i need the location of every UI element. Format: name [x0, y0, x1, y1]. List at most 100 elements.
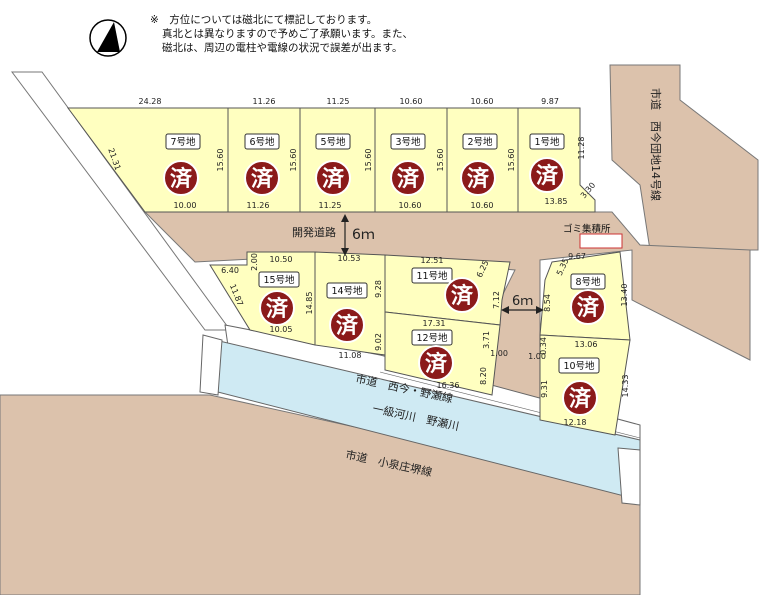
dimension-l12-small: 1.00	[490, 349, 508, 358]
dimension-bot-7: 10.00	[174, 201, 197, 210]
dimension-l11-top: 12.51	[421, 256, 444, 265]
lot-label: 15号地	[263, 274, 295, 286]
dimension-l15-top: 10.50	[270, 255, 293, 264]
dimension-l12-top: 17.31	[423, 319, 446, 328]
sold-mark: 済	[170, 166, 193, 192]
dimension-l10-left2: 0.34	[539, 337, 548, 355]
sold-stamp-icon	[460, 160, 496, 196]
dev-road-width: 6ｍ	[352, 227, 375, 243]
lot-label-box	[390, 133, 426, 150]
lot-label: 5号地	[320, 136, 346, 148]
note-line-1: ※ 方位については磁北にて標記しております。	[150, 14, 378, 26]
lot-label: 3号地	[395, 136, 421, 148]
dimension-side-6r: 15.60	[289, 149, 298, 172]
lot-label-box	[165, 133, 201, 150]
dimension-l14-right: 9.28	[374, 280, 383, 298]
dimension-side-7r: 15.60	[216, 149, 225, 172]
dimension-corner-1: 3.30	[579, 181, 597, 200]
dimension-l15-bot: 10.05	[270, 325, 293, 334]
dimension-side-5r: 15.60	[364, 149, 373, 172]
dimension-side-2r: 15.60	[507, 149, 516, 172]
dimension-top-6: 11.26	[253, 97, 276, 106]
sold-stamp-icon	[529, 157, 565, 193]
lot-label-box	[244, 133, 280, 150]
lot-label-box	[326, 282, 368, 299]
lot-label: 7号地	[170, 136, 196, 148]
dimension-bot-5: 11.25	[319, 201, 342, 210]
sold-stamp-icon	[315, 160, 351, 196]
dimension-l11-right: 7.12	[492, 291, 501, 309]
dimension-side-1r: 11.28	[577, 137, 586, 160]
sold-stamp-icon	[570, 289, 606, 325]
lot-label: 2号地	[467, 136, 493, 148]
sold-stamp-icon	[390, 160, 426, 196]
lot-label: 10号地	[563, 360, 595, 372]
lot-label-box	[558, 357, 600, 374]
dev-road-label: 開発道路	[292, 225, 336, 239]
sold-stamp-icon	[418, 345, 454, 381]
dimension-l10-right: 14.33	[621, 375, 630, 398]
sold-mark: 済	[425, 351, 448, 377]
sold-mark: 済	[336, 313, 359, 339]
lot-label-box	[258, 271, 300, 288]
lot-label-box	[462, 133, 498, 150]
dimension-l8-top: 9.67	[568, 252, 586, 261]
sold-mark: 済	[451, 283, 474, 309]
dimension-side-3r: 15.60	[436, 149, 445, 172]
dimension-l8-left: 8.54	[543, 294, 552, 312]
sold-stamp-icon	[329, 307, 365, 343]
sold-stamp-icon	[244, 160, 280, 196]
garbage-label: ゴミ集積所	[563, 223, 611, 235]
sold-mark: 済	[569, 386, 592, 412]
north-compass-icon	[89, 19, 127, 57]
lot-label: 14号地	[331, 285, 363, 297]
sold-mark: 済	[577, 295, 600, 321]
lot-label-box	[529, 133, 565, 150]
sold-mark: 済	[536, 163, 559, 189]
dimension-l12-rb: 8.20	[479, 367, 488, 385]
dimension-l12-bot: 16.36	[437, 381, 460, 390]
dimension-top-7: 24.28	[139, 97, 162, 106]
lot-label-box	[315, 133, 351, 150]
dimension-l14-top: 10.53	[338, 254, 361, 263]
lot-label: 8号地	[575, 276, 601, 288]
dimension-l15-cut: 6.40	[221, 266, 239, 275]
lot-label-box	[411, 329, 453, 346]
dimension-bot-3: 10.60	[399, 201, 422, 210]
sold-stamp-icon	[163, 160, 199, 196]
dimension-top-5: 11.25	[327, 97, 350, 106]
dimension-l14-left: 14.85	[305, 292, 314, 315]
dimension-l15-cut2: 2.00	[250, 253, 259, 271]
dimension-l12-left: 9.02	[374, 333, 383, 351]
sold-mark: 済	[467, 166, 490, 192]
east-road-label: 市道 西今団地14号線	[649, 88, 663, 201]
note-line-2: 真北とは異なりますので予めご了承願います。また、	[162, 28, 413, 40]
sold-mark: 済	[322, 166, 345, 192]
branch-road-width: 6ｍ	[512, 294, 533, 309]
dimension-l14-bot: 11.08	[339, 351, 362, 360]
lot-label-box	[411, 267, 453, 284]
dimension-top-3: 10.60	[400, 97, 423, 106]
garbage-collection-point	[579, 233, 623, 249]
note-line-3: 磁北は、周辺の電柱や電線の状況で誤差が出ます。	[162, 42, 403, 54]
dimension-bot-2: 10.60	[471, 201, 494, 210]
lot-label: 11号地	[416, 270, 448, 282]
dimension-l10-small: 1.00	[528, 352, 546, 361]
sold-mark: 済	[397, 166, 420, 192]
south-road	[0, 394, 641, 595]
sold-stamp-icon	[562, 380, 598, 416]
sold-mark: 済	[266, 296, 289, 322]
dimension-l10-top: 13.06	[575, 340, 598, 349]
dimension-l10-left: 9.31	[540, 380, 549, 398]
sold-stamp-icon	[259, 290, 295, 326]
sold-mark: 済	[251, 166, 274, 192]
dimension-bot-1: 13.85	[545, 197, 568, 206]
dimension-l10-bot: 12.18	[564, 418, 587, 427]
dimension-bot-6: 11.26	[247, 201, 270, 210]
dimension-top-1: 9.87	[541, 97, 559, 106]
dimension-l12-right: 3.71	[482, 331, 491, 349]
lot-label: 1号地	[534, 136, 560, 148]
dimension-l8-right: 13.40	[620, 284, 629, 307]
